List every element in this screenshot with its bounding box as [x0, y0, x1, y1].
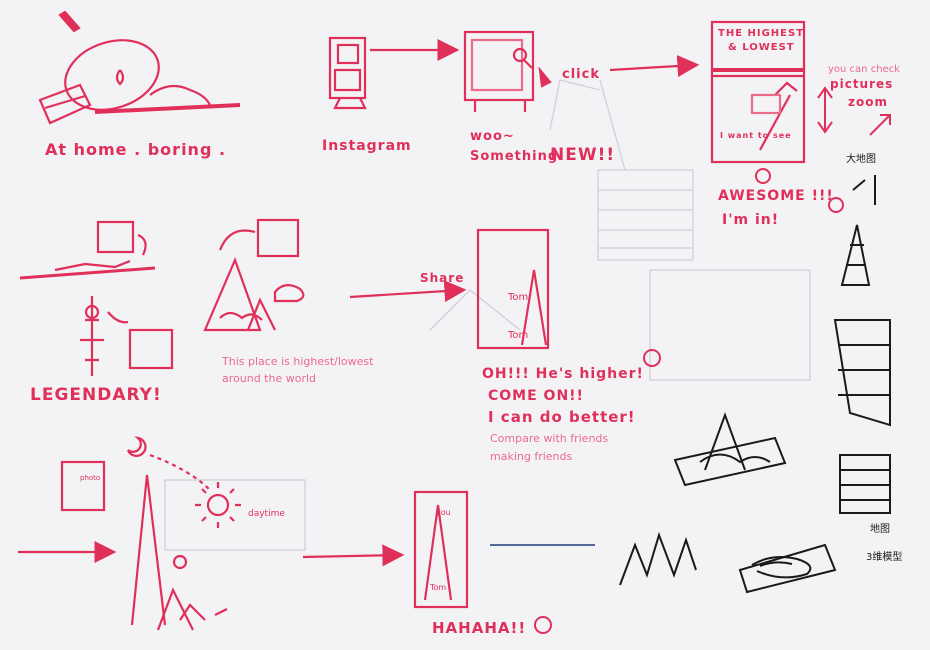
something-label: Something	[470, 149, 558, 164]
arrow-2	[610, 65, 695, 70]
place-desc-1: This place is highest/lowest	[221, 355, 374, 368]
click-label: click	[562, 67, 600, 82]
photo-label-3: Tom	[429, 583, 446, 592]
smiley-icon	[756, 169, 770, 183]
scene-mountain-sun	[62, 438, 241, 630]
smiley-icon	[644, 350, 660, 366]
compare-label-2: making friends	[490, 450, 573, 463]
compare-label-1: Compare with friends	[490, 432, 608, 445]
want-see-label: I want to see	[720, 131, 792, 140]
at-home-label: At home . boring .	[45, 140, 226, 159]
hahaha-label: HAHAHA!!	[432, 619, 526, 637]
tom-label-2: Tom	[507, 330, 528, 341]
sun-icon	[208, 495, 228, 515]
im-in-label: I'm in!	[722, 212, 779, 228]
tom-label-1: Tom	[507, 292, 528, 303]
come-on-label: COME ON!!	[488, 388, 584, 404]
instagram-label: Instagram	[322, 138, 412, 154]
arrow-3	[350, 290, 462, 297]
scene-legendary	[20, 220, 303, 376]
heart-smiley-icon	[535, 617, 551, 633]
sketch-note-3: 3维模型	[866, 550, 902, 563]
zoom-label: zoom	[848, 95, 888, 109]
legendary-label: LEGENDARY!	[30, 385, 162, 405]
better-label: I can do better!	[488, 408, 636, 426]
place-desc-2: around the world	[222, 372, 316, 385]
woo-label: woo~	[470, 129, 515, 144]
scene-instagram	[330, 38, 365, 108]
scene-at-home	[40, 12, 240, 123]
ohh-label: OH!!! He's higher!	[482, 366, 644, 382]
sketch-note-1: 大地图	[846, 152, 876, 165]
new-label: NEW!!	[550, 145, 615, 165]
arrow-5	[303, 555, 400, 557]
highest-label-2: & LOWEST	[728, 42, 795, 53]
sun-note: daytime	[248, 509, 285, 519]
photo-label-1: photo	[80, 474, 100, 482]
photo-label-2: you	[436, 508, 451, 517]
pencil-icon	[60, 12, 79, 31]
awesome-label: AWESOME !!!	[718, 188, 834, 204]
share-label: Share	[420, 271, 464, 285]
pictures-label: pictures	[830, 77, 893, 91]
you-can-check-label: you can check	[828, 64, 900, 75]
scene-woo-phone	[465, 32, 550, 112]
sketch-note-2: 地图	[870, 522, 890, 535]
black-sketches	[620, 175, 890, 592]
highest-label-1: THE HIGHEST	[718, 28, 804, 39]
smiley-icon	[829, 198, 843, 212]
moon-icon	[128, 438, 145, 456]
